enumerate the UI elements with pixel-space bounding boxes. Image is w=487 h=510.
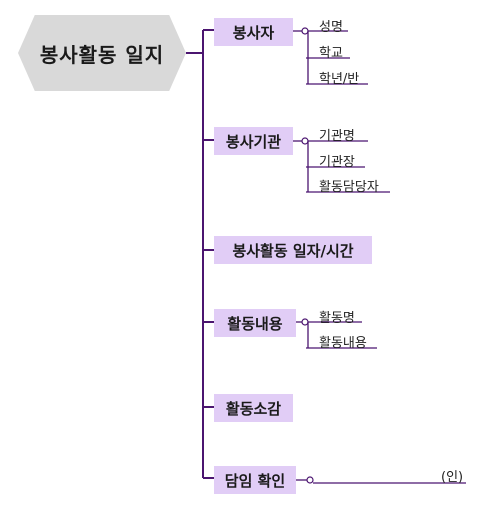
leaf-org-name: 기관명: [319, 129, 355, 144]
branch-label: 봉사자: [232, 23, 275, 42]
leaf-school: 학교: [319, 46, 343, 61]
leaf-activity-name: 활동명: [319, 311, 355, 326]
leaf-name: 성명: [319, 20, 343, 35]
branch-node-activity-content: 활동내용: [214, 309, 296, 337]
branch-node-volunteer: 봉사자: [214, 18, 293, 46]
branch-label: 봉사활동 일자/시간: [232, 241, 354, 260]
branch-node-impressions: 활동소감: [214, 394, 293, 422]
branch-label: 봉사기관: [225, 132, 282, 151]
root-label: 봉사활동 일지: [39, 42, 165, 67]
leaf-grade-class: 학년/반: [319, 72, 360, 87]
branch-label: 활동내용: [227, 314, 283, 333]
branch-node-organization: 봉사기관: [214, 127, 293, 155]
branch-label: 활동소감: [225, 399, 282, 418]
leaf-activity-manager: 활동담당자: [319, 180, 379, 195]
branch-node-homeroom-confirm: 담임 확인: [214, 466, 296, 494]
leaf-org-head: 기관장: [319, 155, 355, 170]
branch-node-date-time: 봉사활동 일자/시간: [214, 236, 372, 264]
root-node: 봉사활동 일지: [18, 15, 186, 91]
leaf-activity-content: 활동내용: [319, 336, 367, 351]
branch-label: 담임 확인: [224, 471, 286, 490]
leaf-seal: (인): [441, 470, 464, 485]
